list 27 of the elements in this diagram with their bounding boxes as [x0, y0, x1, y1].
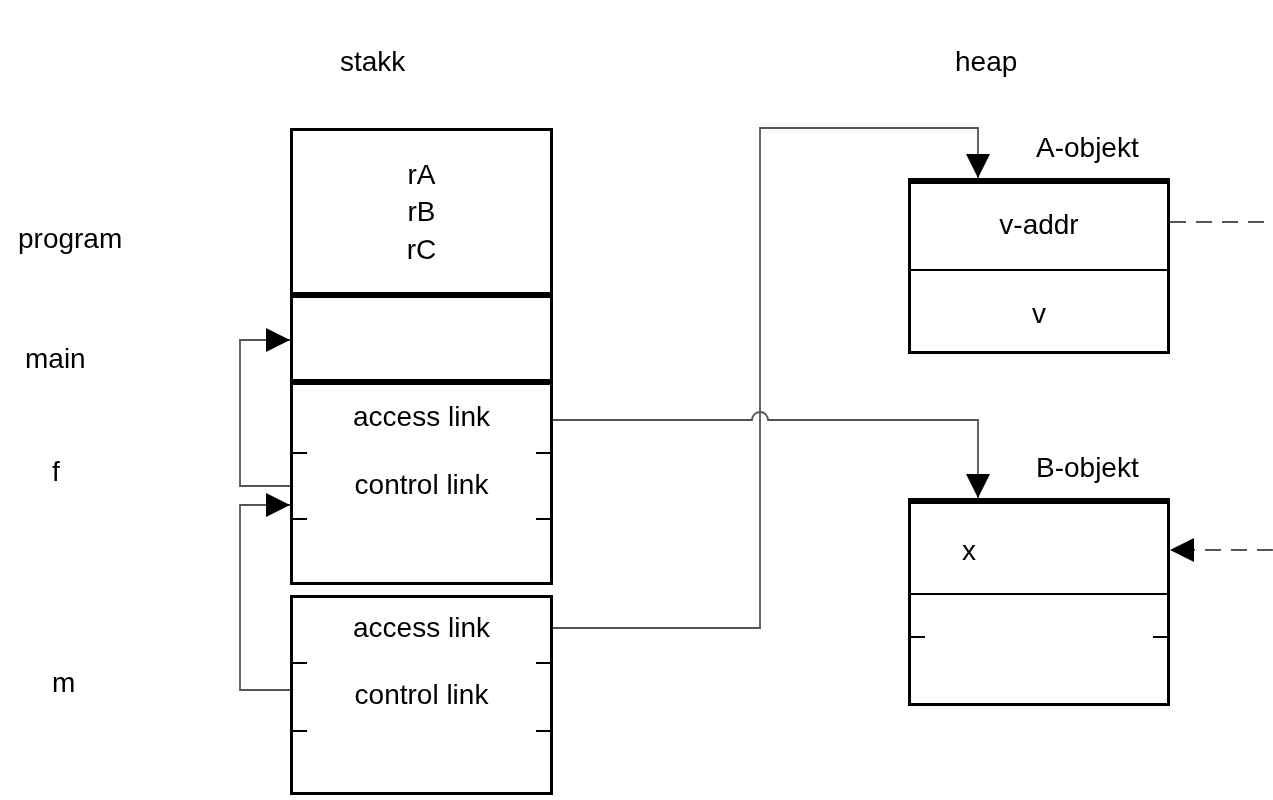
- area-heading: stakk: [340, 45, 406, 79]
- variable-label: access link: [352, 400, 491, 434]
- variable-label: rA: [406, 158, 437, 192]
- stack-frame: [290, 295, 553, 382]
- variable-label: rC: [405, 233, 438, 267]
- stack-frame: [290, 595, 553, 795]
- area-heading: heap: [955, 45, 1018, 79]
- pointer-arrow: [239, 328, 291, 487]
- field-label: v: [1031, 297, 1047, 331]
- object-heading: A-objekt: [1036, 131, 1139, 165]
- variable-label: rB: [406, 195, 437, 229]
- object-heading: B-objekt: [1036, 451, 1139, 485]
- frame-name: program: [18, 222, 123, 256]
- field-label: v-addr: [998, 208, 1080, 242]
- field-label: x: [961, 534, 977, 568]
- frame-name: f: [52, 455, 60, 489]
- frame-name: m: [52, 666, 76, 700]
- pointer-arrow: [552, 127, 990, 629]
- pointer-arrow: [239, 493, 291, 691]
- dashed-arrow: [1169, 538, 1273, 562]
- variable-label: access link: [352, 611, 491, 645]
- stack-frame: [290, 382, 553, 585]
- stack-frame: [290, 128, 553, 295]
- frame-name: main: [25, 342, 86, 376]
- pointer-arrow: [552, 411, 990, 499]
- variable-label: control link: [353, 678, 490, 712]
- variable-label: control link: [353, 468, 490, 502]
